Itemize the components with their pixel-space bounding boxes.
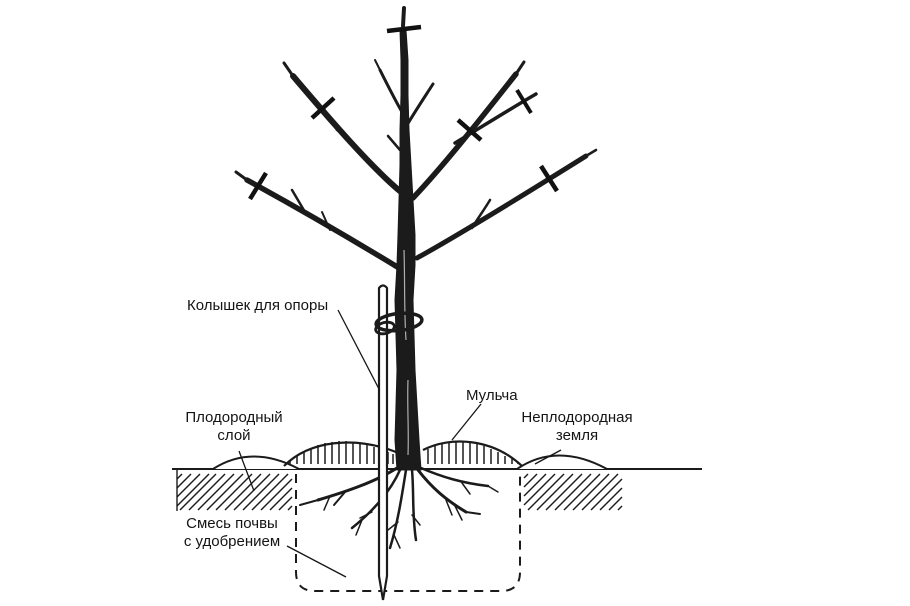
topsoil-hatch-right — [523, 473, 623, 511]
pruning-cut-marks — [248, 24, 559, 201]
label-infertile-soil: Неплодородная земля — [521, 409, 633, 444]
leader-fertile-layer — [238, 450, 255, 492]
leader-infertile-soil — [534, 449, 562, 465]
soil-mound-right — [516, 454, 608, 470]
leader-soil-mix — [286, 545, 347, 578]
leader-lines — [238, 309, 562, 578]
label-stake: Колышек для опоры — [187, 297, 329, 314]
support-stake — [377, 284, 389, 601]
stake-tie — [374, 311, 424, 336]
tree-trunk — [394, 29, 422, 471]
leader-mulch — [451, 403, 482, 441]
label-fertile-layer: Плодородный слой — [185, 409, 283, 444]
roots — [299, 466, 499, 550]
mulch-right — [422, 440, 523, 467]
leader-stake — [337, 309, 380, 390]
label-soil-mix: Смесь почвы с удобрением — [183, 515, 281, 550]
soil-mound-left — [212, 455, 300, 470]
tree-branches — [234, 6, 598, 271]
label-mulch: Мульча — [466, 387, 518, 404]
topsoil-hatch-left — [176, 470, 293, 511]
planting-pit-outline — [295, 474, 521, 592]
